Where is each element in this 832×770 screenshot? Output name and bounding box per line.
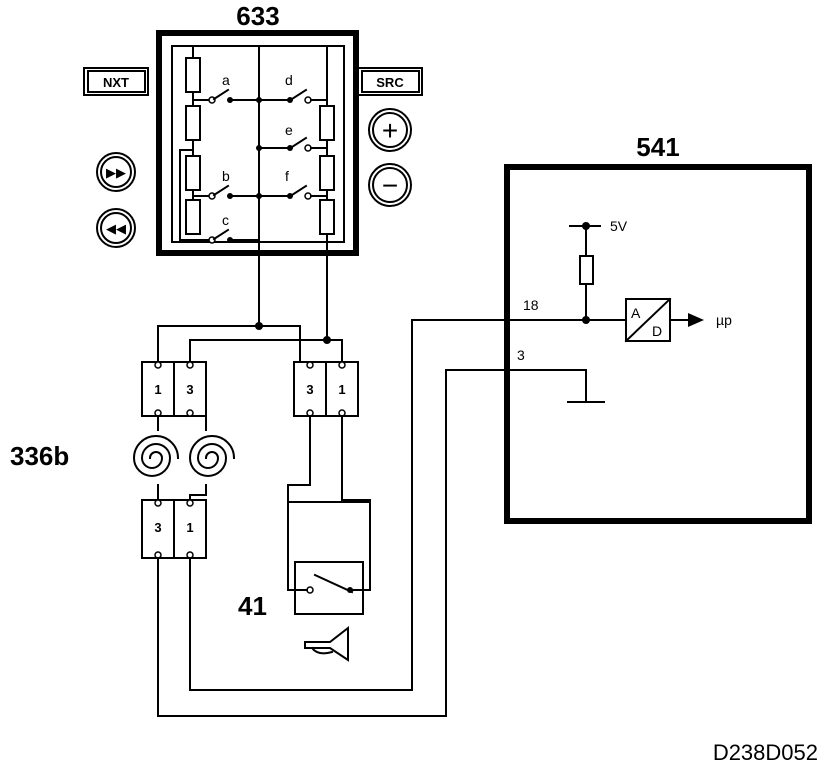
pin-label: 1	[186, 520, 193, 535]
minus-icon: −	[382, 170, 398, 201]
spiral-coil-left	[132, 415, 180, 501]
switch-f-label: f	[285, 168, 289, 184]
plus-button: +	[368, 108, 412, 152]
clock-spring-label: 336b	[10, 441, 69, 471]
switch-c-label: c	[222, 212, 229, 228]
supply-voltage-label: 5V	[610, 218, 628, 234]
forward-button: ▶▶	[96, 152, 136, 192]
rewind-icon: ◀◀	[106, 221, 126, 236]
signal-wires	[157, 319, 587, 717]
adc-a-label: A	[631, 305, 641, 321]
src-button-label: SRC	[376, 75, 404, 90]
adc-d-label: D	[652, 323, 662, 339]
horn-switch-41: 41	[238, 415, 371, 662]
forward-icon: ▶▶	[106, 165, 126, 180]
switch-f: f	[258, 168, 328, 200]
drawing-code: D238D052	[713, 740, 818, 765]
plus-icon: +	[382, 115, 398, 146]
pin-label: 1	[154, 382, 161, 397]
pin-label: 3	[186, 382, 193, 397]
nxt-button-label: NXT	[103, 75, 129, 90]
switch-a: a	[192, 72, 262, 104]
pin-18-label: 18	[523, 297, 539, 313]
switch-unit-housing	[156, 30, 359, 256]
left-resistor-ladder	[179, 45, 213, 241]
right-resistor-ladder	[319, 45, 335, 341]
switch-d: d	[258, 72, 328, 104]
upper-wiring	[157, 322, 343, 361]
switch-b-label: b	[222, 168, 230, 184]
switch-a-label: a	[222, 72, 230, 88]
switch-unit-633: 633	[156, 1, 359, 341]
control-unit-541: 541 5V 18 3 A D µp	[504, 132, 812, 524]
switch-e: e	[256, 122, 328, 152]
switch-unit-label: 633	[236, 1, 279, 31]
control-unit-label: 541	[636, 132, 679, 162]
microprocessor-label: µp	[716, 312, 732, 328]
switch-b: b	[192, 168, 262, 200]
ad-converter: A D	[624, 297, 672, 343]
switch-e-label: e	[285, 122, 293, 138]
spiral-coil-right	[188, 415, 236, 503]
pin-3-label: 3	[517, 347, 525, 363]
nxt-button: NXT	[83, 67, 149, 96]
pin-label: 3	[154, 520, 161, 535]
minus-button: −	[368, 163, 412, 207]
horn-icon	[304, 625, 349, 662]
switch-c: c	[208, 212, 260, 244]
clock-spring-336b: 336b 1 3 3 1 3 1	[10, 361, 359, 559]
switch-d-label: d	[285, 72, 293, 88]
rewind-button: ◀◀	[96, 208, 136, 248]
src-button: SRC	[357, 67, 423, 96]
control-unit-housing	[504, 164, 812, 524]
arrow-right-icon	[688, 313, 704, 327]
pin-label: 1	[338, 382, 345, 397]
pin-label: 3	[306, 382, 313, 397]
horn-switch-label: 41	[238, 591, 267, 621]
pull-up-resistor	[579, 255, 594, 285]
